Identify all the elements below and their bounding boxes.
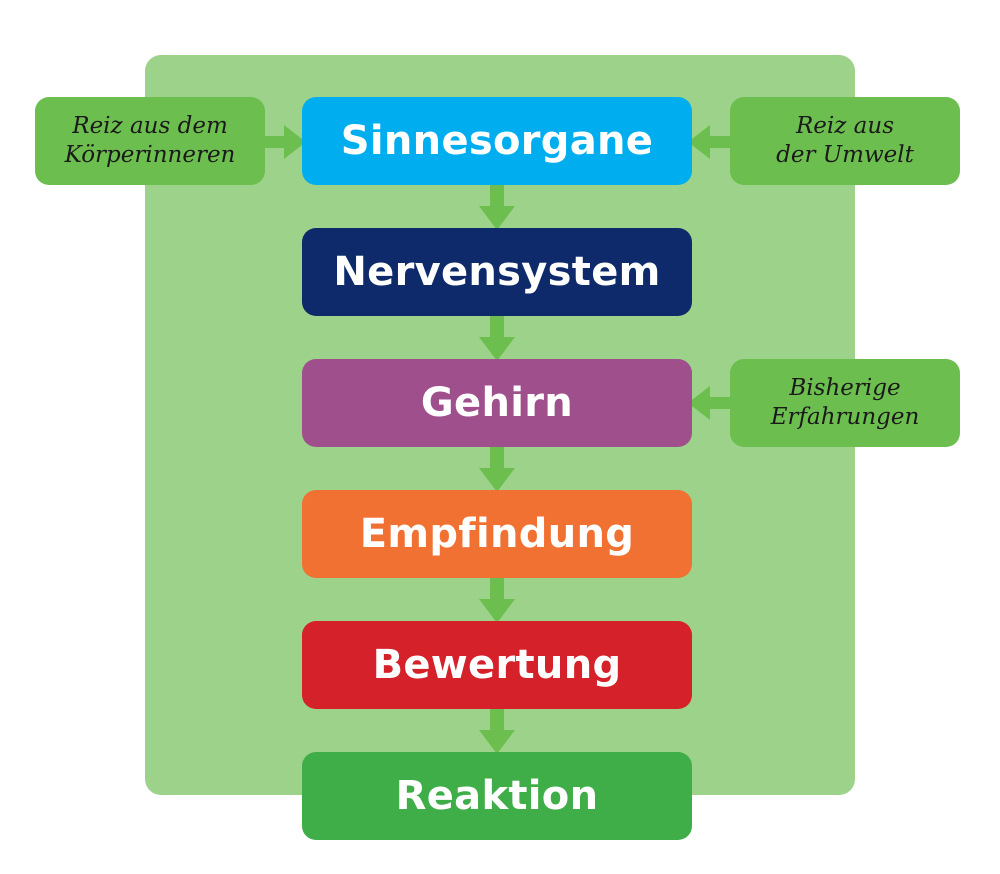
input-line: Erfahrungen: [770, 404, 920, 430]
input-environment-stimulus: Reiz aus der Umwelt: [730, 97, 960, 185]
input-line: Reiz aus: [795, 113, 895, 139]
stage-label: Empfindung: [359, 511, 635, 557]
stage-label: Reaktion: [395, 773, 599, 819]
stage-label: Gehirn: [420, 380, 574, 426]
arrow-experience-to-gehirn: [688, 386, 732, 420]
stage-label: Nervensystem: [333, 249, 661, 295]
input-line: Körperinneren: [64, 142, 236, 168]
stage-sinnesorgane: Sinnesorgane: [302, 97, 692, 185]
stage-nervensystem: Nervensystem: [302, 228, 692, 316]
input-line: Reiz aus dem: [72, 113, 228, 139]
stage-bewertung: Bewertung: [302, 621, 692, 709]
input-experience: Bisherige Erfahrungen: [730, 359, 960, 447]
arrow-environment-stimulus-to-sinnesorgane: [688, 125, 732, 159]
stage-label: Sinnesorgane: [340, 118, 654, 164]
stage-empfindung: Empfindung: [302, 490, 692, 578]
input-body-stimulus: Reiz aus dem Körperinneren: [35, 97, 265, 185]
stage-reaktion: Reaktion: [302, 752, 692, 840]
input-line: Bisherige: [789, 375, 901, 401]
stage-gehirn: Gehirn: [302, 359, 692, 447]
input-line: der Umwelt: [776, 142, 914, 168]
stage-label: Bewertung: [372, 642, 622, 688]
arrow-body-stimulus-to-sinnesorgane: [264, 125, 306, 159]
